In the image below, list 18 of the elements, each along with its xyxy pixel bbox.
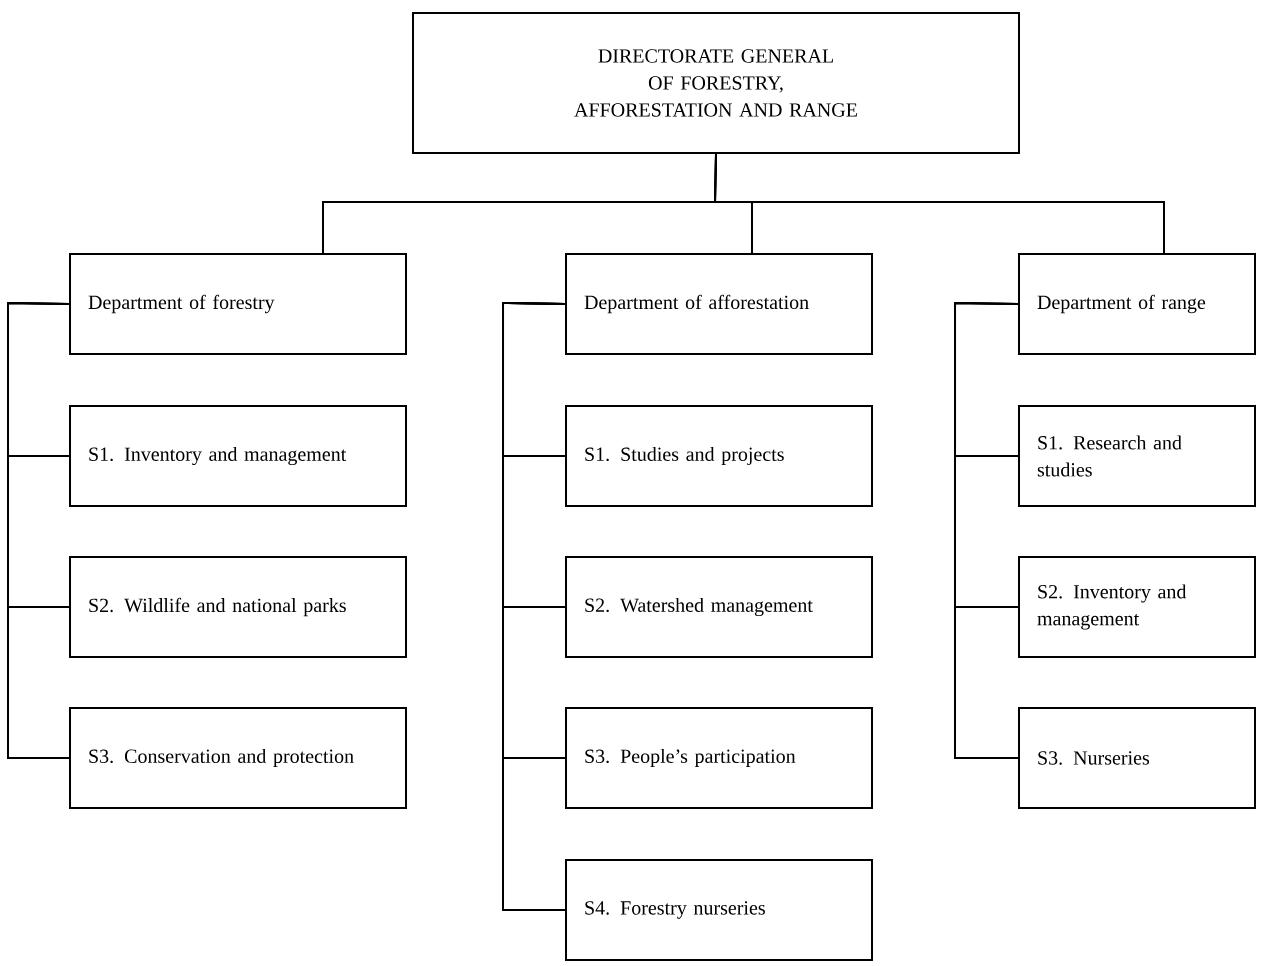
connector-line [714, 153, 1165, 254]
section-box: S2. Wildlife and national parks [69, 556, 407, 658]
directorate-box: DIRECTORATE GENERAL OF FORESTRY, AFFORESTATION AND RANGE [412, 12, 1020, 154]
section-box: S4. Forestry nurseries [565, 859, 873, 961]
section-box: S3. People’s participation [565, 707, 873, 809]
connector-line [502, 302, 566, 911]
section-box: S2. Watershed management [565, 556, 873, 658]
section-box: S3. Nurseries [1018, 707, 1256, 809]
section-box: S2. Inventory and management [1018, 556, 1256, 658]
department-box: Department of range [1018, 253, 1256, 355]
section-box: S1. Research and studies [1018, 405, 1256, 507]
section-box: S3. Conservation and protection [69, 707, 407, 809]
connector-line [954, 302, 1019, 759]
department-box: Department of afforestation [565, 253, 873, 355]
department-box: Department of forestry [69, 253, 407, 355]
connector-line [7, 302, 70, 759]
section-box: S1. Studies and projects [565, 405, 873, 507]
section-box: S1. Inventory and management [69, 405, 407, 507]
